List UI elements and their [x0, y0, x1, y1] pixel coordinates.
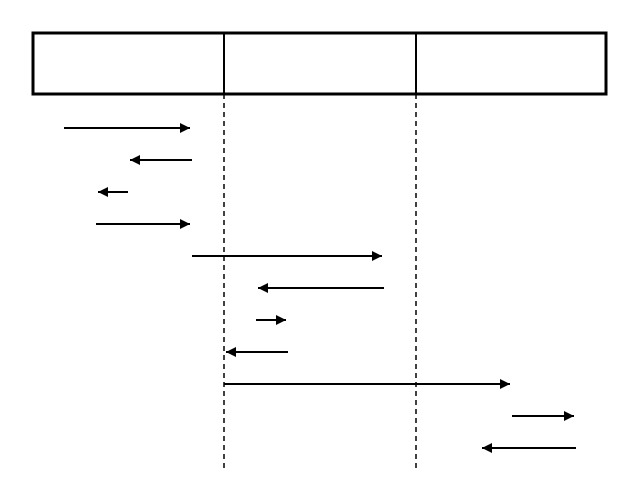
- lane-header: [31, 31, 608, 96]
- lane-header-frame: [31, 31, 608, 96]
- lifelines: [223, 94, 417, 472]
- messages: [64, 123, 576, 453]
